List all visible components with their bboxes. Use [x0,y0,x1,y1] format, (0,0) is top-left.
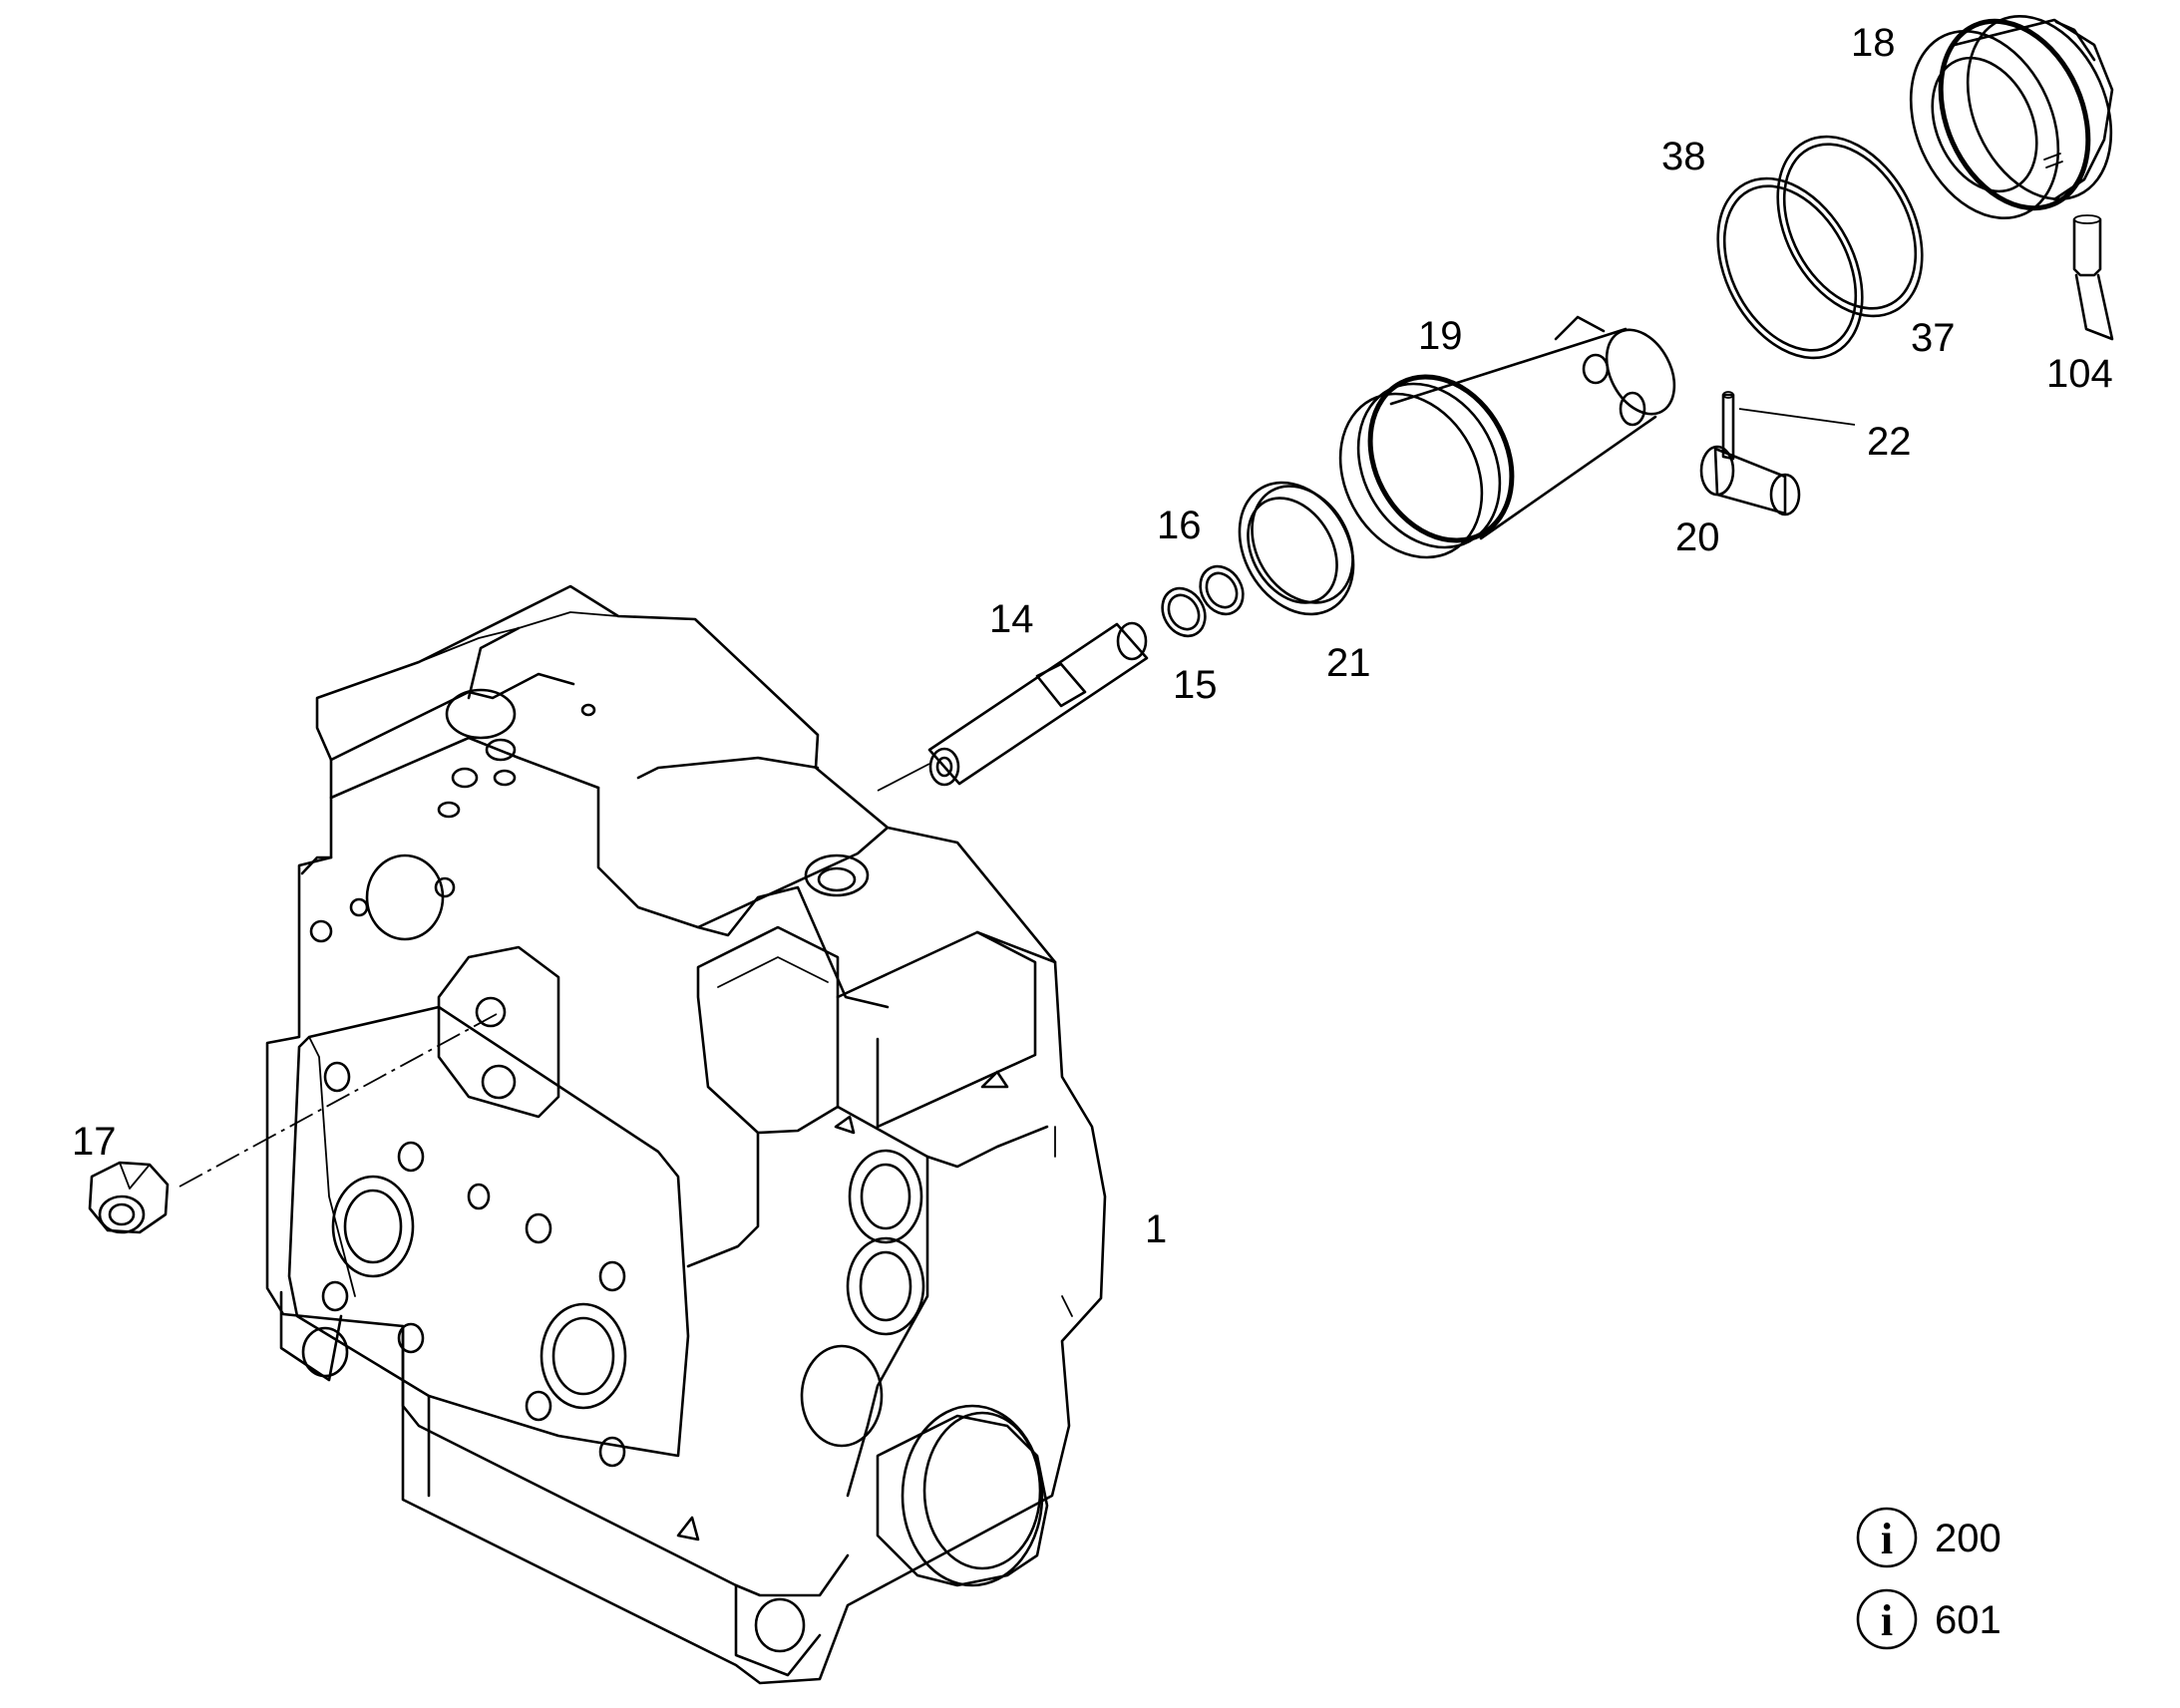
callout-15: 15 [1173,663,1218,707]
seal-part-21 [1238,481,1355,616]
cap-part-18 [1909,14,2114,220]
callout-21: 21 [1326,641,1371,685]
callout-20: 20 [1675,515,1720,559]
callout-16: 16 [1157,504,1202,547]
callout-17: 17 [72,1120,117,1164]
callout-19: 19 [1418,314,1463,358]
callout-14: 14 [989,597,1034,641]
info-ref-value: 200 [1935,1517,2001,1560]
callout-22: 22 [1867,420,1912,464]
callout-18: 18 [1851,21,1896,65]
pin-part-20 [1699,445,1801,516]
info-icon [1856,1507,1918,1568]
ring-part-16 [1199,564,1245,616]
ring-part-15 [1161,586,1207,638]
assembly-axis-line [179,1013,498,1188]
stud-part-22 [1721,391,1735,461]
piston-part-19 [1338,315,1676,559]
nut-part-17 [88,1161,170,1234]
housing-part-1 [265,584,1107,1685]
callout-37: 37 [1911,316,1956,360]
info-icon-glyph: i [1881,1515,1893,1563]
info-ref-value: 601 [1935,1598,2001,1642]
leader-line [877,763,930,792]
oring-part-38 [1716,176,1864,360]
pin-part-14 [927,621,1149,787]
callout-38: 38 [1661,135,1706,178]
callout-labels: 1 14 15 16 17 18 19 20 21 22 37 38 104 [72,21,2113,1251]
leader-line [1738,408,1856,426]
callout-1: 1 [1145,1207,1167,1251]
info-icon [1856,1588,1918,1650]
info-icon-glyph: i [1881,1596,1893,1645]
info-ref-601[interactable]: i 601 [1856,1588,2001,1650]
info-ref-200[interactable]: i 200 [1856,1507,2001,1568]
oring-part-37 [1776,135,1924,318]
callout-104: 104 [2046,352,2113,396]
tube-part-104 [2072,214,2114,341]
